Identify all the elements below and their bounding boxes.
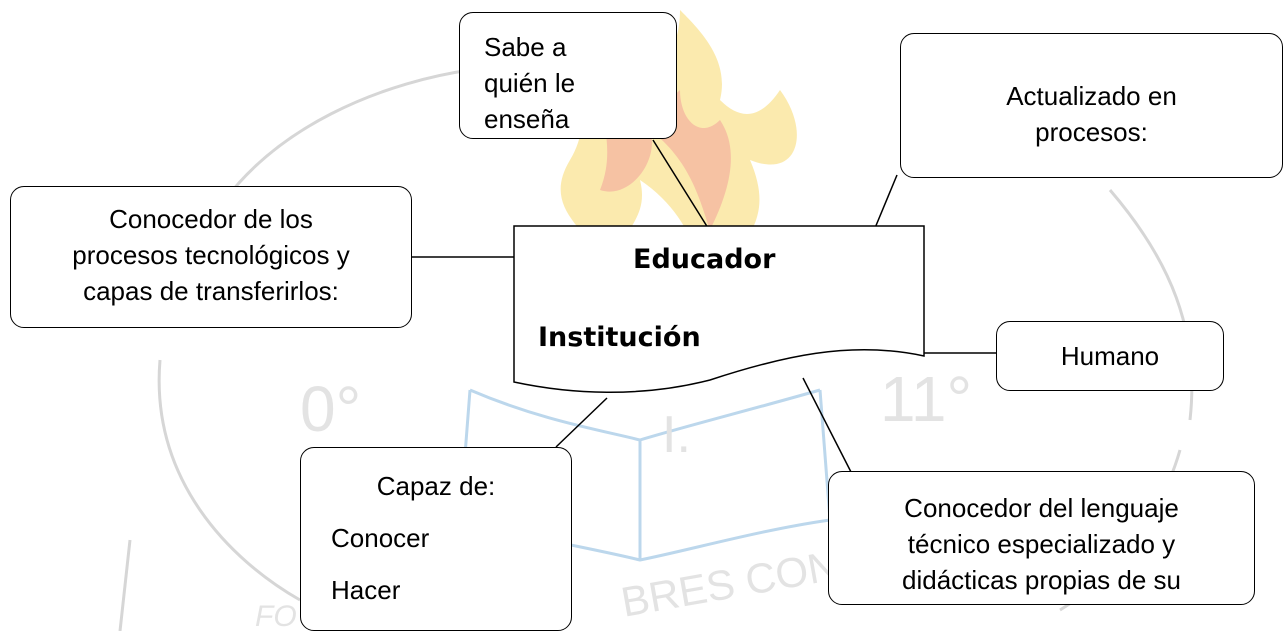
node-technical-language: Conocedor del lenguaje técnico especiali… <box>828 471 1255 605</box>
node-updated-processes: Actualizado en procesos: <box>900 33 1283 178</box>
node-capable-of: Capaz de: Conocer Hacer <box>300 447 572 631</box>
node-tech-processes: Conocedor de los procesos tecnológicos y… <box>10 186 412 328</box>
connector-bottom-right <box>802 377 852 473</box>
connector-bottom-left <box>555 397 608 448</box>
node-knows-student-line3: enseña <box>484 104 570 134</box>
node-technical-language-line2: técnico especializado y <box>907 529 1176 559</box>
watermark-text-right: 11° <box>880 363 973 435</box>
node-knows-student-line1: Sabe a <box>484 32 567 62</box>
node-capable-of-line2: Conocer <box>331 523 430 553</box>
central-document-shape <box>513 225 925 393</box>
node-updated-processes-line1: Actualizado en <box>1006 81 1177 111</box>
node-tech-processes-line1: Conocedor de los <box>109 204 313 234</box>
node-knows-student-line2: quién le <box>484 68 576 98</box>
node-human-label: Humano <box>1060 341 1160 371</box>
node-knows-student: Sabe a quién le enseña <box>459 12 677 139</box>
watermark-text-center: I. <box>662 406 691 464</box>
watermark-text-left: 0° <box>300 373 362 445</box>
connector-top-right <box>874 174 898 229</box>
central-title: Educador <box>633 244 776 275</box>
node-tech-processes-line2: procesos tecnológicos y <box>72 240 350 270</box>
node-human: Humano <box>996 321 1224 391</box>
node-capable-of-line1: Capaz de: <box>376 471 496 501</box>
central-subtitle: Institución <box>538 322 701 353</box>
watermark-text-bottom-left: FO <box>255 600 297 633</box>
node-technical-language-line1: Conocedor del lenguaje <box>904 493 1179 523</box>
connector-top <box>652 139 709 229</box>
node-tech-processes-line3: capas de transferirlos: <box>83 276 339 306</box>
node-technical-language-line3: didácticas propias de su <box>902 565 1181 595</box>
node-capable-of-line3: Hacer <box>331 575 401 605</box>
node-updated-processes-line2: procesos: <box>1035 117 1148 147</box>
